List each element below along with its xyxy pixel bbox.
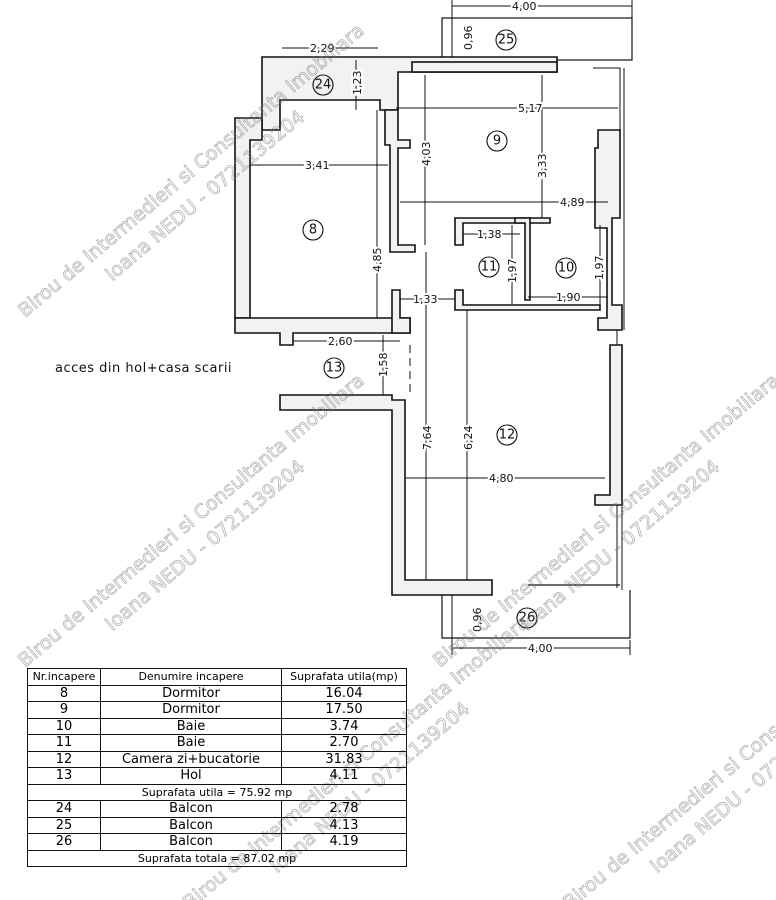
room-26-label: 26: [516, 607, 538, 629]
cell-area: 3.74: [281, 717, 407, 735]
room-13-label: 13: [323, 357, 345, 379]
svg-text:11: 11: [481, 260, 498, 275]
subtotal-row: Suprafata utila = 75.92 mp: [27, 783, 407, 801]
dim-11-width: 1,38: [477, 228, 502, 241]
cell-area: 4.13: [281, 816, 407, 834]
cell-area: 4.11: [281, 767, 407, 785]
cell-name: Hol: [100, 767, 282, 785]
cell-area: 17.50: [281, 701, 407, 719]
header-area: Suprafata utila(mp): [281, 668, 407, 686]
area-table: Nr.incapere Denumire incapere Suprafata …: [27, 668, 407, 867]
room-labels: 24 25 9 8 11 10 13 12 26: [302, 29, 577, 629]
svg-text:Ioana NEDU - 0721139204: Ioana NEDU - 0721139204: [101, 106, 309, 286]
cell-area: 2.78: [281, 800, 407, 818]
dim-8-width: 3,41: [305, 159, 330, 172]
cell-number: 26: [27, 833, 101, 851]
svg-text:9: 9: [493, 134, 501, 149]
dim-11-depth: 1,97: [506, 259, 519, 284]
svg-text:24: 24: [315, 78, 332, 93]
dim-12-width: 4,80: [489, 472, 514, 485]
cell-number: 11: [27, 734, 101, 752]
cell-area: 2.70: [281, 734, 407, 752]
svg-text:Birou de Intermedieri si Consu: Birou de Intermedieri si Consultanta Imo…: [14, 369, 368, 671]
walls: [234, 56, 623, 596]
cell-number: 8: [27, 684, 101, 702]
dim-12-depth-a: 7,64: [421, 426, 434, 451]
svg-text:10: 10: [558, 261, 575, 276]
dim-24-width: 2,29: [310, 42, 335, 55]
dim-26-depth: 0,96: [471, 608, 484, 633]
dim-13-depth: 1,58: [377, 353, 390, 378]
cell-area: 4.19: [281, 833, 407, 851]
header-room-name: Denumire incapere: [100, 668, 282, 686]
cell-name: Balcon: [100, 833, 282, 851]
dim-10-width: 1,90: [556, 291, 581, 304]
cell-area: 16.04: [281, 684, 407, 702]
total-row: Suprafata totala = 87.02 mp: [27, 849, 407, 867]
header-room-number: Nr.incapere: [27, 668, 101, 686]
cell-name: Baie: [100, 734, 282, 752]
dim-top-width: 4,00: [512, 0, 537, 13]
subtotal-text: Suprafata utila = 75.92 mp: [27, 783, 407, 801]
cell-name: Dormitor: [100, 684, 282, 702]
dim-25-depth: 0,96: [462, 26, 475, 51]
cell-area: 31.83: [281, 750, 407, 768]
svg-text:12: 12: [499, 428, 516, 443]
total-text: Suprafata totala = 87.02 mp: [27, 849, 407, 867]
dim-9-depth-a: 4,03: [420, 142, 433, 167]
room-24-label: 24: [312, 74, 334, 96]
cell-name: Dormitor: [100, 701, 282, 719]
cell-name: Balcon: [100, 816, 282, 834]
dimension-lines: [250, 47, 618, 580]
dim-12-depth-b: 6,24: [462, 426, 475, 451]
svg-text:Ioana NEDU - 0721139204: Ioana NEDU - 0721139204: [101, 456, 309, 636]
dim-8-depth: 4,85: [371, 248, 384, 273]
dim-10-depth: 1,97: [593, 256, 606, 281]
dim-9-width-b: 4,89: [560, 196, 585, 209]
svg-text:26: 26: [519, 611, 536, 626]
dim-hall-width: 1,33: [413, 293, 438, 306]
cell-name: Balcon: [100, 800, 282, 818]
room-9-label: 9: [486, 130, 508, 152]
cell-name: Baie: [100, 717, 282, 735]
room-10-label: 10: [555, 257, 577, 279]
table-header: Nr.incapere Denumire incapere Suprafata …: [27, 668, 407, 686]
cell-number: 25: [27, 816, 101, 834]
room-25-label: 25: [495, 29, 517, 51]
svg-text:13: 13: [326, 361, 343, 376]
balcony-26: [441, 590, 631, 655]
cell-number: 9: [27, 701, 101, 719]
svg-text:25: 25: [498, 33, 515, 48]
dim-bottom-width: 4,00: [528, 642, 553, 655]
cell-number: 13: [27, 767, 101, 785]
room-12-label: 12: [496, 424, 518, 446]
svg-text:Birou de Intermedieri si Consu: Birou de Intermedieri si Consultanta Imo…: [429, 369, 776, 671]
dim-24-depth: 1,23: [351, 71, 364, 96]
access-note: acces din hol+casa scarii: [55, 361, 232, 376]
svg-text:8: 8: [309, 223, 317, 238]
window-frames: [409, 67, 625, 590]
dimension-labels: 4,00 0,96 2,29 1,23 5,17 3,41 4,03 3,33 …: [303, 0, 608, 657]
cell-number: 12: [27, 750, 101, 768]
room-8-label: 8: [302, 219, 324, 241]
dim-9-width: 5,17: [518, 102, 543, 115]
dim-9-depth-b: 3,33: [536, 154, 549, 179]
cell-number: 24: [27, 800, 101, 818]
dim-13-width: 2,60: [328, 335, 353, 348]
cell-name: Camera zi+bucatorie: [100, 750, 282, 768]
room-11-label: 11: [478, 256, 500, 278]
cell-number: 10: [27, 717, 101, 735]
